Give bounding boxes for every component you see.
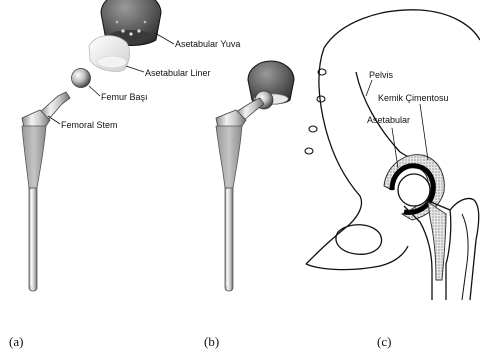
label-pelvis: Pelvis <box>369 70 394 80</box>
caption-a: (a) <box>9 334 23 349</box>
label-femoral-stem: Femoral Stem <box>61 120 118 130</box>
label-bone-cement: Kemik Çimentosu <box>378 93 449 103</box>
assembled-stem <box>216 98 264 291</box>
label-acetabulum: Asetabular <box>367 115 410 125</box>
caption-c: (c) <box>377 334 391 349</box>
label-acetabular-cup: Asetabular Yuva <box>175 39 240 49</box>
label-acetabular-liner: Asetabular Liner <box>145 68 211 78</box>
label-femoral-head: Femur Başı <box>101 92 148 102</box>
panel-b: (b) <box>204 61 294 349</box>
femoral-head-section <box>398 174 430 206</box>
acetabular-liner <box>89 36 130 72</box>
caption-b: (b) <box>204 334 219 349</box>
femoral-stem-section <box>428 202 446 280</box>
screw-holes <box>305 69 326 154</box>
panel-a: Asetabular Yuva Asetabular Liner Femur B… <box>9 0 240 349</box>
panel-c <box>305 10 480 300</box>
femoral-head <box>72 69 91 88</box>
